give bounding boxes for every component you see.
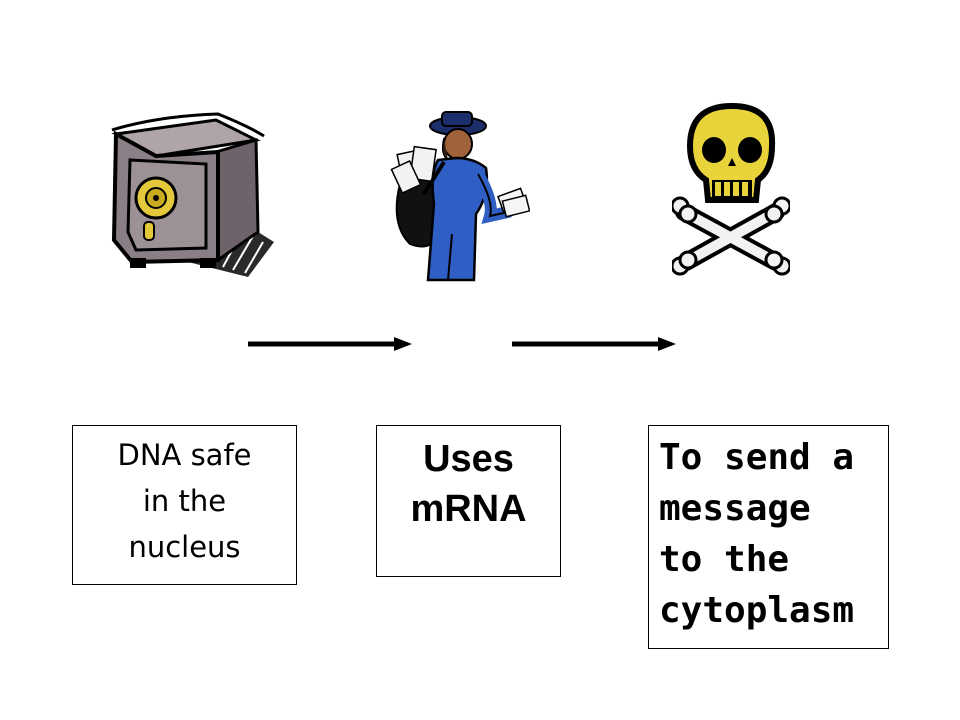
- safe-icon: [111, 112, 274, 277]
- arrow-dna-to-mrna: [248, 337, 412, 351]
- msg-line-1: To send a: [659, 437, 855, 478]
- send-message-box: To send a message to the cytoplasm: [648, 425, 889, 649]
- msg-line-2: message: [659, 488, 811, 529]
- mrna-line-2: mRNA: [410, 488, 527, 530]
- dna-safe-box: DNA safe in the nucleus: [72, 425, 297, 585]
- msg-line-4: cytoplasm: [659, 590, 855, 631]
- arrow-mrna-to-cytoplasm: [512, 337, 676, 351]
- msg-line-3: to the: [659, 539, 790, 580]
- dna-line-3: nucleus: [128, 530, 241, 564]
- mrna-line-1: Uses: [423, 438, 514, 480]
- skull-crossbones-icon: [672, 102, 790, 276]
- uses-mrna-box: Uses mRNA: [376, 425, 561, 577]
- dna-line-2: in the: [142, 484, 227, 518]
- mail-carrier-icon: [390, 111, 530, 282]
- dna-line-1: DNA safe: [117, 438, 252, 472]
